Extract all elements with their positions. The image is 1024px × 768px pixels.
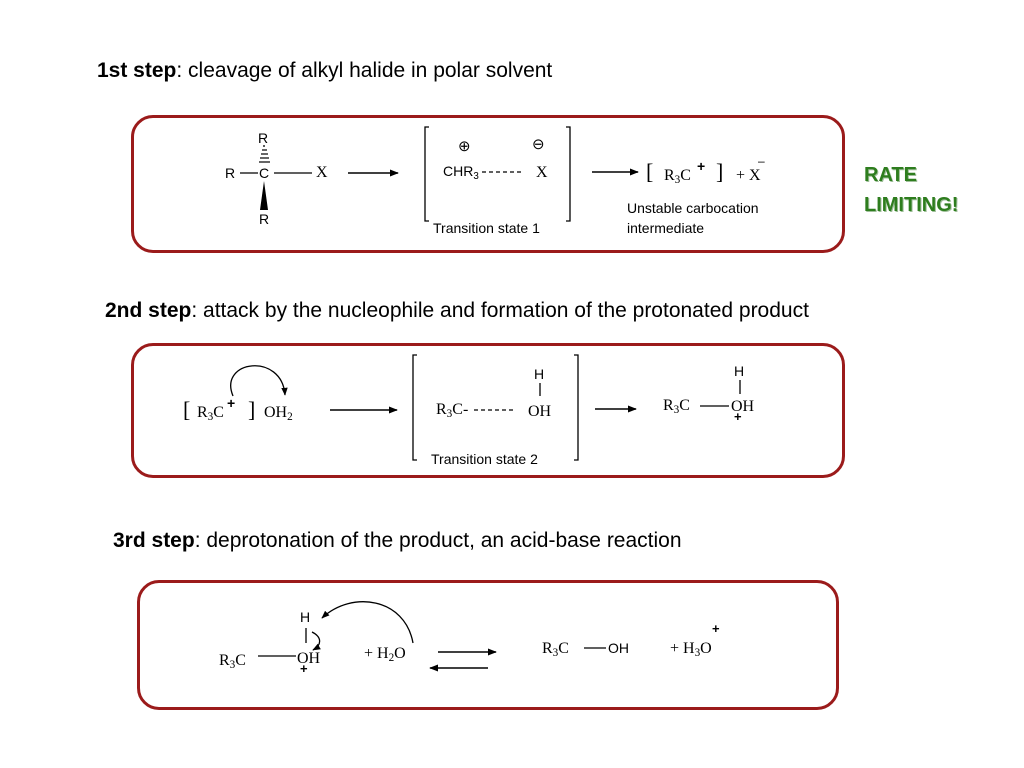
- ts1-minus-charge: ⊖: [532, 136, 545, 153]
- ts2-sub: 3: [446, 408, 453, 420]
- step3-hydronium-h: + H: [670, 640, 695, 657]
- ts2-h: H: [534, 366, 545, 382]
- step1-halide-charge: –: [758, 154, 765, 168]
- rate-limiting-line2: LIMITING!: [864, 194, 959, 216]
- step3-box: [137, 580, 839, 710]
- step3-heading: 3rd step: deprotonation of the product, …: [113, 529, 682, 553]
- step2-water-oh: OH: [264, 404, 288, 421]
- step1-carbocation-sub: 3: [674, 174, 681, 186]
- step2-product-charge: +: [734, 409, 742, 424]
- step1-carbocation: R3C: [664, 167, 691, 186]
- step3-reactant-c: C: [235, 652, 246, 669]
- step2-water-sub: 2: [287, 411, 293, 423]
- step2-heading: 2nd step: attack by the nucleophile and …: [105, 299, 809, 323]
- step2-product-h: H: [734, 363, 745, 379]
- step3-heading-bold: 3rd step: [113, 529, 195, 552]
- step1-r-top: R: [258, 130, 269, 146]
- step1-heading-bold: 1st step: [97, 59, 177, 82]
- ts2-r3c: R3C-: [436, 401, 469, 420]
- step3-water-sub: 2: [388, 652, 395, 664]
- step3-hydronium-sub: 3: [694, 647, 701, 659]
- step1-heading: 1st step: cleavage of alkyl halide in po…: [97, 59, 552, 83]
- step1-carbocation-r: R: [664, 167, 675, 184]
- step2-product-r3c: R3C: [663, 397, 690, 416]
- step2-product-c: C: [679, 397, 690, 414]
- step2-box: [131, 343, 845, 478]
- step2-carbocation-r: R: [197, 404, 208, 421]
- ts2-label: Transition state 2: [431, 451, 538, 467]
- step3-curved-arrow-1: [321, 601, 414, 644]
- step2-curved-arrow: [230, 365, 288, 397]
- rate-limiting-line1: RATE: [864, 164, 917, 186]
- rate-limiting-label: RATE LIMITING!: [864, 160, 958, 220]
- step3-heading-text: : deprotonation of the product, an acid-…: [194, 529, 682, 552]
- step3-product-c: C: [558, 640, 569, 657]
- step2-carbocation-c: C: [213, 404, 224, 421]
- ts2-c: C-: [452, 401, 469, 418]
- ts1-x: X: [536, 164, 548, 181]
- step1-product-left-bracket: [: [646, 159, 654, 184]
- step1-heading-text: : cleavage of alkyl halide in polar solv…: [176, 59, 553, 82]
- step3-hydronium: + H3O: [670, 640, 712, 659]
- step2-heading-bold: 2nd step: [105, 299, 192, 322]
- step3-reactant-sub: 3: [229, 659, 236, 671]
- step3-water-h: + H: [364, 645, 389, 662]
- step1-carbocation-charge: +: [697, 158, 706, 174]
- step1-caption-line2: intermediate: [627, 220, 705, 236]
- step2-product-sub: 3: [673, 404, 680, 416]
- ts1-chr-text: CHR: [443, 163, 474, 179]
- step1-halide: + X: [736, 167, 761, 184]
- step2-right-bracket: ]: [248, 397, 256, 422]
- step3-product-r3c: R3C: [542, 640, 569, 659]
- step2-product-oh: OH: [731, 398, 755, 415]
- step3-reactant-h: H: [300, 609, 311, 625]
- ts1-plus-charge: ⊕: [458, 138, 471, 155]
- step3-product-sub: 3: [552, 647, 559, 659]
- step1-r-left: R: [225, 165, 236, 181]
- step3-reactant-charge: +: [300, 661, 308, 676]
- step2-carbocation: R3C: [197, 404, 224, 423]
- ts1-chr-sub: 3: [473, 171, 479, 182]
- step1-c: C: [259, 165, 270, 181]
- ts1-brackets: [424, 126, 571, 222]
- step2-heading-text: : attack by the nucleophile and formatio…: [191, 299, 809, 322]
- step3-water: + H2O: [364, 645, 406, 664]
- step1-x: X: [316, 164, 328, 181]
- ts1-label: Transition state 1: [433, 220, 540, 236]
- ts2-r: R: [436, 401, 447, 418]
- step3-reactant-oh: OH: [297, 650, 321, 667]
- step1-r-bottom: R: [259, 211, 270, 227]
- step1-carbocation-c: C: [680, 167, 691, 184]
- step3-hydronium-o: O: [700, 640, 712, 657]
- step3-reactant-r3c: R3C: [219, 652, 246, 671]
- ts2-oh: OH: [528, 403, 552, 420]
- step2-water: OH2: [264, 404, 293, 423]
- step3-product-oh: OH: [608, 640, 629, 656]
- step1-box: [131, 115, 845, 253]
- step3-hydronium-charge: +: [712, 621, 720, 636]
- step1-reactant-bonds: [240, 145, 312, 210]
- step2-carbocation-sub: 3: [207, 411, 214, 423]
- step2-left-bracket: [: [183, 397, 191, 422]
- step1-caption-line1: Unstable carbocation: [627, 200, 759, 216]
- step3-product-r: R: [542, 640, 553, 657]
- ts2-brackets: [412, 354, 579, 461]
- step2-product-r: R: [663, 397, 674, 414]
- step3-curved-arrow-2: [311, 631, 321, 651]
- ts1-chr3: CHR3: [443, 163, 479, 182]
- step3-reactant-r: R: [219, 652, 230, 669]
- step3-water-o: O: [394, 645, 406, 662]
- step2-carbocation-charge: +: [227, 395, 236, 411]
- step1-product-right-bracket: ]: [716, 159, 724, 184]
